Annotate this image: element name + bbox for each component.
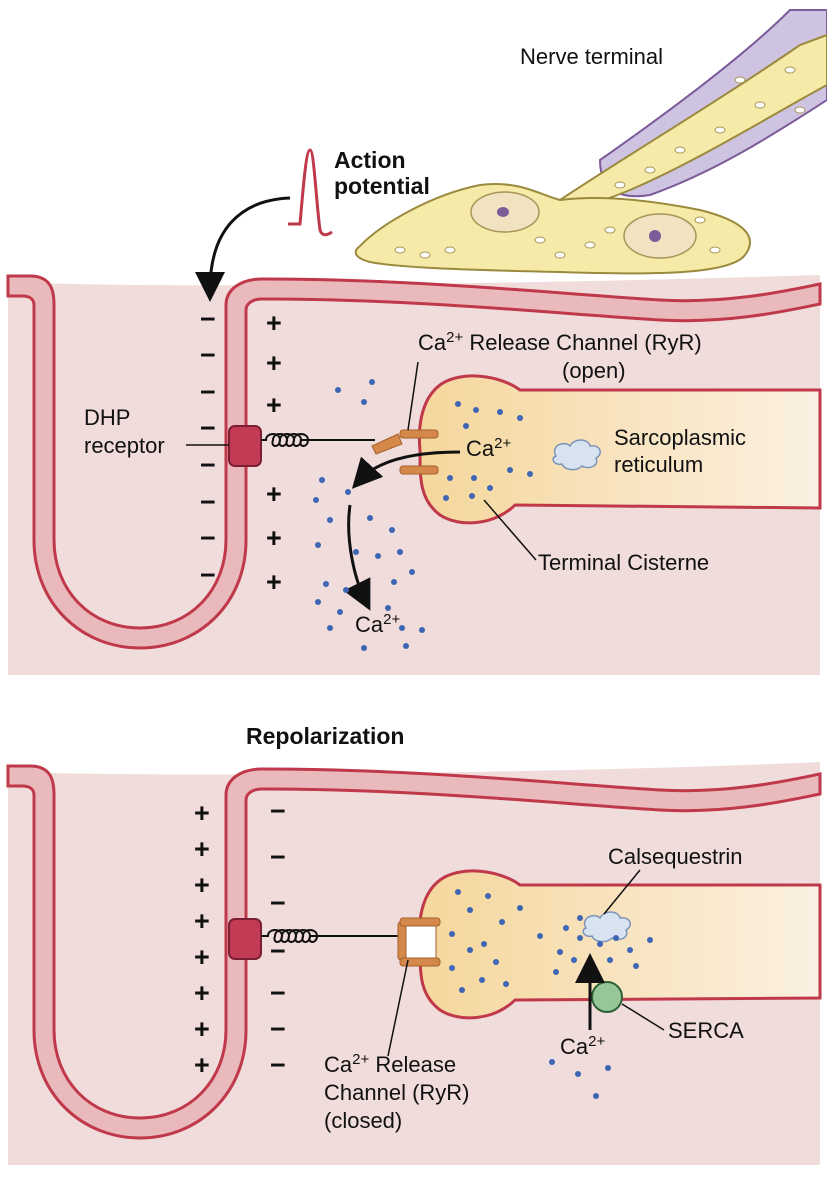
top-inner-signs: + + + + + + <box>266 308 282 597</box>
outer-sign: − <box>200 304 216 334</box>
outer-sign: + <box>194 870 210 900</box>
inner-sign: + <box>266 567 282 597</box>
terminal-cisterne-label: Terminal Cisterne <box>538 550 709 575</box>
ryr-open-leader <box>407 361 419 431</box>
action-potential-trace <box>288 148 333 237</box>
top-panel: Nerve terminal Action potential − − − − … <box>6 9 827 675</box>
action-potential-label-2: potential <box>334 173 430 199</box>
ryr-closed-body <box>401 923 437 959</box>
ryr-closed-left <box>397 921 407 961</box>
serca-pump <box>591 981 623 1013</box>
inner-sign: + <box>266 348 282 378</box>
terminal-cisterne-leader <box>483 499 537 561</box>
action-potential-label-1: Action <box>334 147 406 173</box>
inner-sign: − <box>270 888 286 918</box>
nerve-terminal-label: Nerve terminal <box>520 44 663 69</box>
outer-sign: + <box>194 798 210 828</box>
ca-dots-bottom <box>449 889 653 1099</box>
ryr-open-state: (open) <box>562 358 626 383</box>
outer-sign: − <box>200 340 216 370</box>
bottom-panel: Repolarization + + + + + + + + − − − − −… <box>6 723 822 1165</box>
ryr-closed-lower <box>399 957 441 967</box>
ca-cytosol-label: Ca2+ <box>355 611 400 637</box>
ca-release-arrow <box>351 450 461 489</box>
inner-sign: − <box>270 978 286 1008</box>
ryr-closed-upper <box>399 917 441 927</box>
outer-sign: − <box>200 560 216 590</box>
bottom-sarcolemma <box>6 764 822 1140</box>
calsequestrin-leader <box>603 869 641 915</box>
ryr-closed-label-3: (closed) <box>324 1108 402 1133</box>
dhp-receptor <box>228 425 262 467</box>
outer-sign: − <box>200 523 216 553</box>
ryr-closed-leader <box>387 959 409 1057</box>
outer-sign: − <box>200 487 216 517</box>
outer-sign: − <box>200 450 216 480</box>
nerve-axon <box>558 33 827 206</box>
ryr-closed-label-1: Ca2+ Release <box>324 1051 456 1077</box>
outer-sign: + <box>194 906 210 936</box>
calsequestrin-label: Calsequestrin <box>608 844 743 869</box>
nucleolus-1 <box>497 207 509 217</box>
outer-sign: − <box>200 413 216 443</box>
nucleolus-2 <box>649 230 661 242</box>
calsequestrin-cloud <box>582 911 631 943</box>
ap-arrow <box>195 196 291 302</box>
inner-sign: + <box>266 479 282 509</box>
dhp-label-2: receptor <box>84 433 165 458</box>
outer-sign: − <box>200 377 216 407</box>
ca-diffusion-arrow <box>343 504 371 611</box>
ryr-open-label: Ca2+ Release Channel (RyR) <box>418 329 702 355</box>
inner-sign: − <box>270 936 286 966</box>
inner-sign: − <box>270 796 286 826</box>
outer-sign: + <box>194 1050 210 1080</box>
ryr-closed-label-2: Channel (RyR) <box>324 1080 470 1105</box>
calsequestrin-cloud-top <box>552 439 601 471</box>
repolarization-title: Repolarization <box>246 723 404 749</box>
top-sarcolemma <box>6 274 822 650</box>
inner-sign: + <box>266 390 282 420</box>
bottom-inner-signs: − − − − − − − <box>270 796 286 1080</box>
dhp-label-1: DHP <box>84 405 130 430</box>
inner-sign: − <box>270 1050 286 1080</box>
bottom-outer-signs: + + + + + + + + <box>194 798 210 1080</box>
dhp-receptor-bottom <box>228 918 262 960</box>
inner-sign: − <box>270 1014 286 1044</box>
inner-sign: − <box>270 842 286 872</box>
ryr-open-lower <box>399 465 439 475</box>
top-sr <box>417 374 822 525</box>
inner-sign: + <box>266 308 282 338</box>
dhp-ryr-linker <box>261 433 375 447</box>
ryr-foot <box>371 433 403 455</box>
sr-label-1: Sarcoplasmic <box>614 425 746 450</box>
ca-uptake-label: Ca2+ <box>560 1033 605 1059</box>
outer-sign: + <box>194 1014 210 1044</box>
outer-sign: + <box>194 834 210 864</box>
outer-sign: + <box>194 942 210 972</box>
ryr-open-upper <box>399 429 439 439</box>
sr-label-2: reticulum <box>614 452 703 477</box>
dhp-ryr-linker-bottom <box>261 929 398 943</box>
inner-sign: + <box>266 523 282 553</box>
vesicles <box>394 66 806 259</box>
serca-label: SERCA <box>668 1018 744 1043</box>
ca-dots-top <box>313 379 533 651</box>
serca-leader <box>621 1003 665 1031</box>
ca-sr-label: Ca2+ <box>466 435 511 461</box>
top-cytoplasm <box>8 275 820 675</box>
outer-sign: + <box>194 978 210 1008</box>
top-outer-signs: − − − − − − − − <box>200 304 216 590</box>
nerve-terminal <box>354 9 827 275</box>
